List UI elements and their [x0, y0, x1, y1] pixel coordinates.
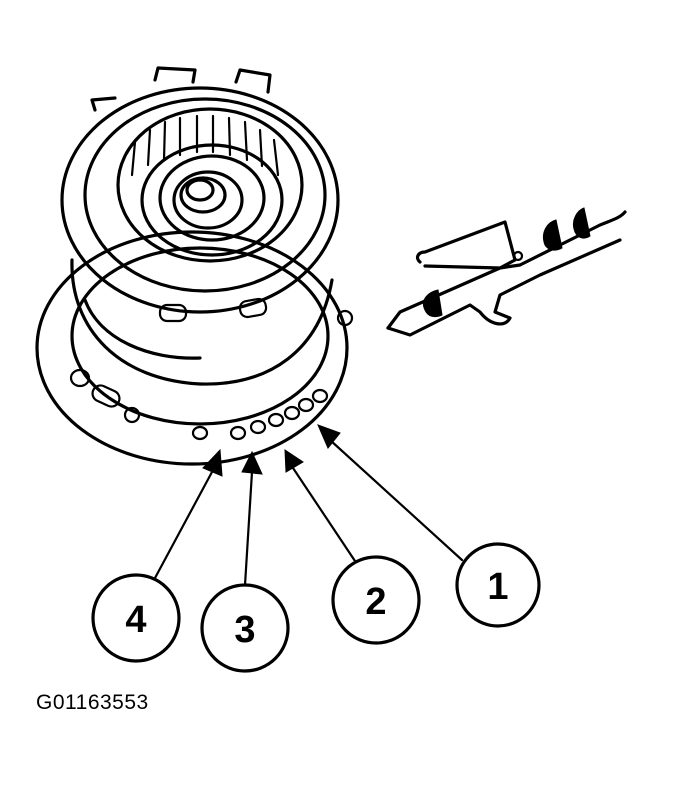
fluid-port [249, 419, 267, 435]
arrowhead-4 [202, 448, 223, 477]
drum-slot [238, 297, 268, 319]
drum-body-edge [83, 298, 202, 360]
fluid-port [311, 388, 329, 404]
clutch-pack-outer [60, 86, 340, 314]
flange-slot [91, 384, 121, 408]
callout-label-2: 2 [365, 581, 386, 623]
nozzle-band [423, 289, 443, 318]
callout-leaders [153, 424, 464, 587]
shaft-top [179, 176, 227, 214]
flange-hole [336, 309, 354, 327]
arrowhead-1 [317, 424, 341, 449]
base-flange-inner [70, 246, 330, 426]
fluid-port [297, 397, 315, 413]
clutch-tab [234, 68, 272, 94]
leader-line-1 [328, 438, 464, 562]
flange-hole [123, 406, 141, 424]
fluid-port [229, 425, 247, 441]
fluid-port [267, 412, 285, 428]
nozzle-band [572, 207, 591, 239]
leader-line-4 [153, 470, 214, 580]
hub-ring-outer [116, 107, 304, 263]
clutch-drum-assembly [35, 66, 354, 466]
fluid-ports [229, 388, 329, 441]
nozzle-band [542, 219, 563, 251]
arrowhead-2 [284, 449, 304, 473]
callout-2: 2 [331, 555, 421, 645]
drum-body-lower [70, 258, 334, 386]
air-nozzle-icon [386, 207, 627, 337]
base-flange-outer [35, 230, 349, 466]
callout-1: 1 [455, 542, 541, 628]
callout-4: 4 [91, 573, 181, 663]
flange-hole [69, 368, 91, 388]
fluid-port [283, 405, 301, 421]
hub-ring-mid [140, 143, 284, 257]
clutch-tab [90, 96, 117, 112]
arrowhead-3 [241, 450, 263, 475]
callout-label-4: 4 [125, 599, 146, 641]
callout-3: 3 [200, 583, 290, 673]
callout-label-1: 1 [487, 566, 508, 608]
leader-line-2 [291, 466, 357, 563]
shaft-collar [172, 170, 244, 230]
hub-ring-inner [158, 154, 266, 242]
shaft-cap [185, 178, 215, 202]
flange-hole [191, 425, 209, 441]
clutch-pack-ring [83, 97, 327, 293]
callout-label-3: 3 [234, 609, 255, 651]
figure-id-caption: G01163553 [36, 691, 149, 714]
clutch-tab [153, 66, 197, 84]
drum-slot [158, 303, 188, 323]
leader-line-3 [243, 470, 254, 587]
